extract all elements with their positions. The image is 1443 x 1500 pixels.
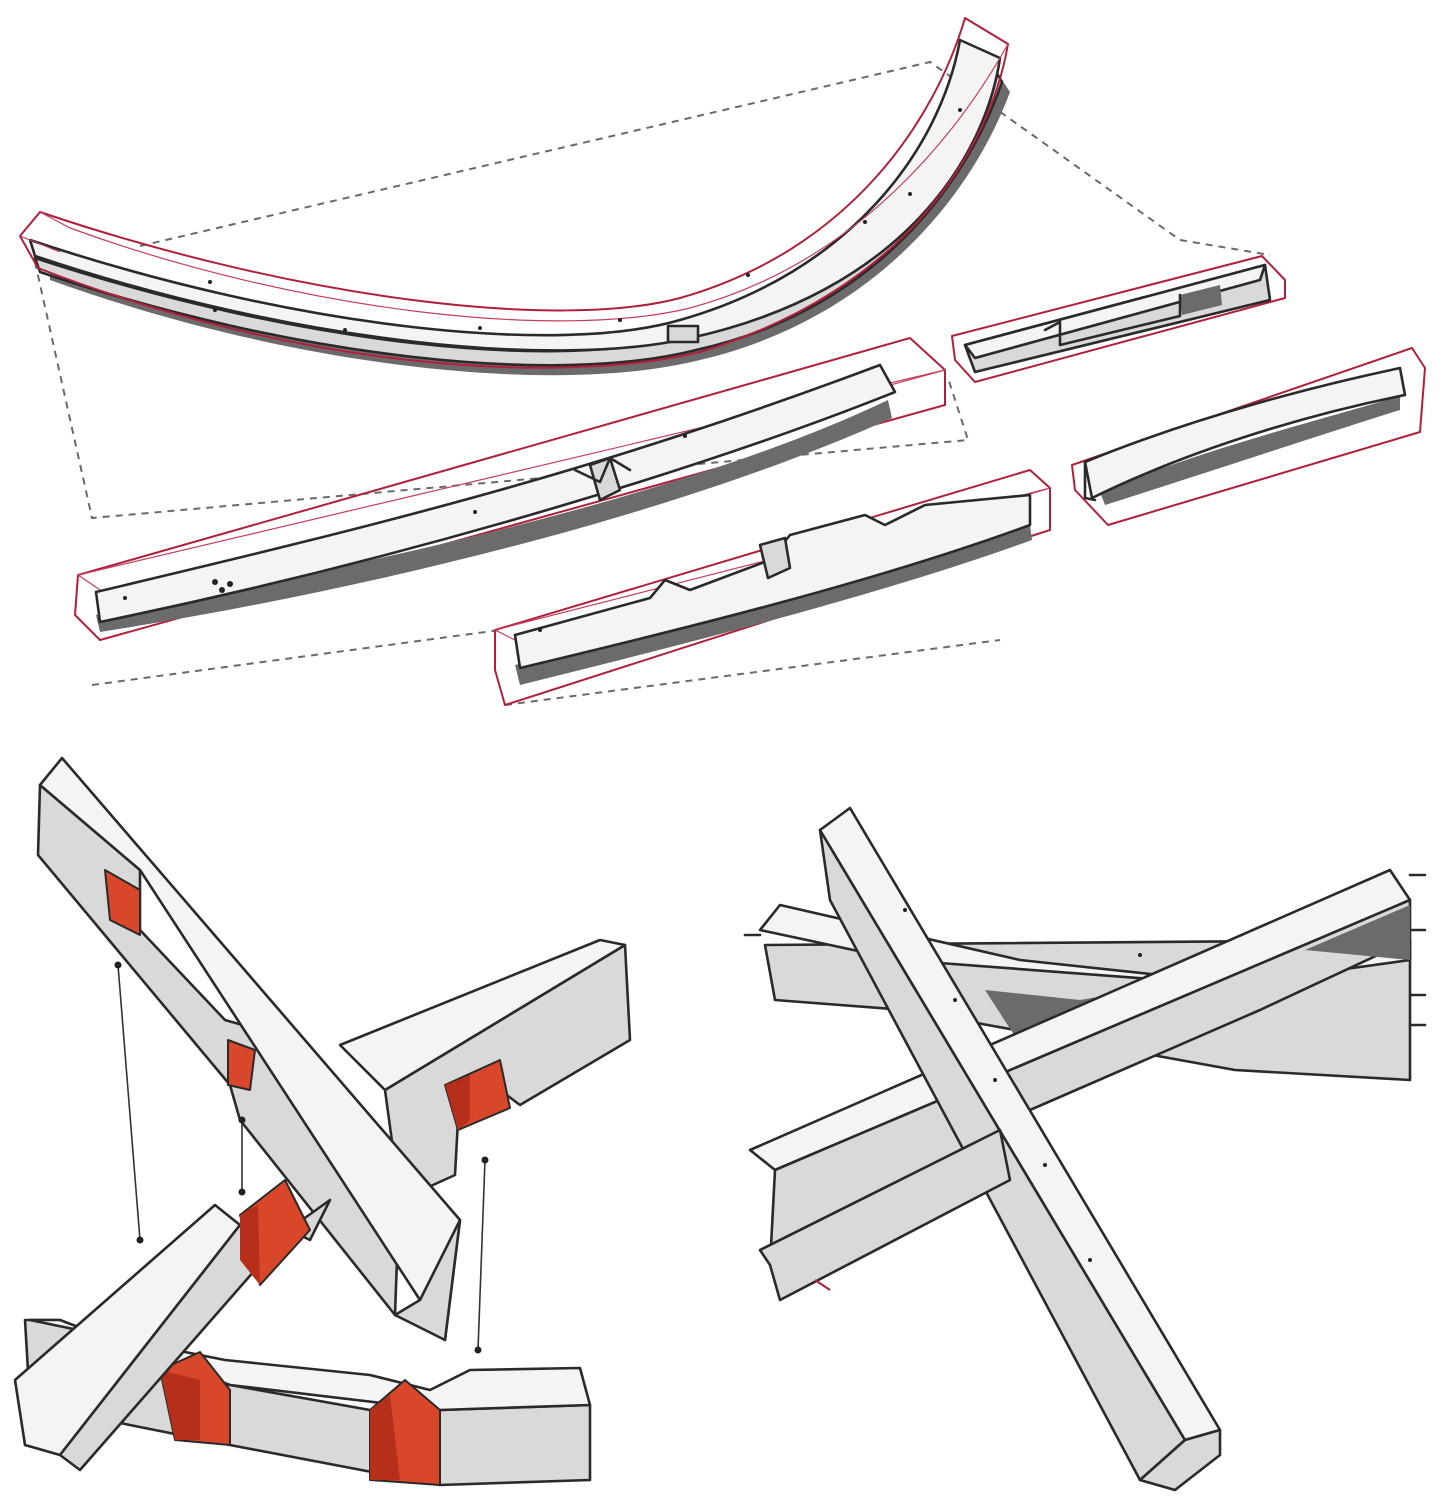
parts-layout-panel (19, 17, 1426, 706)
front-strut-member (13, 1179, 332, 1472)
curved-beam-part (19, 17, 1010, 376)
layout-marks (123, 434, 687, 600)
beam-notch (666, 324, 700, 344)
short-curved-piece (1071, 347, 1426, 526)
rail-pegs (743, 873, 1427, 1027)
assembly-leader-lines (114, 961, 489, 1354)
exploded-joint-panel (13, 756, 632, 1487)
notched-mid-piece (493, 469, 1051, 706)
base-sill-member (23, 1318, 592, 1487)
dashed-projection-guides (34, 60, 1271, 706)
layout-marks (208, 108, 962, 332)
long-straight-beam (74, 337, 946, 641)
assembled-lower-strut (758, 1128, 1012, 1302)
assembled-joint-panel (743, 806, 1427, 1492)
short-halving-piece (951, 255, 1286, 383)
diagonal-brace-member (36, 756, 462, 1342)
rear-rail-member (338, 938, 632, 1202)
assembled-diagonal-long (748, 868, 1412, 1267)
